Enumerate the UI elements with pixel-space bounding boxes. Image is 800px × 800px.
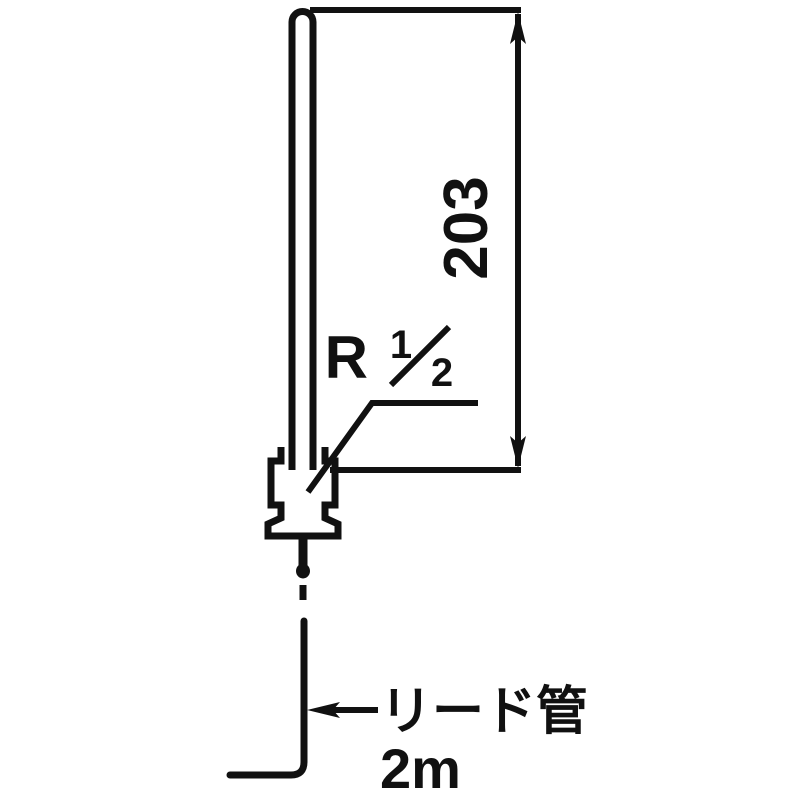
arrowhead-down	[510, 436, 526, 468]
thread-fraction-denominator: 2	[431, 351, 453, 395]
thread-designator-r: R	[325, 324, 368, 391]
lead-tube-path	[226, 617, 308, 779]
thread-callout-r-half: R 1 2	[305, 323, 478, 494]
lead-tube-label-jp: リード管	[380, 683, 588, 741]
dimension-value-203: 203	[432, 176, 501, 279]
dimension-203: 203	[310, 7, 526, 473]
lead-tube-length-label: 2m	[380, 737, 461, 800]
thread-fraction-numerator: 1	[390, 323, 412, 367]
arrowhead-left	[307, 702, 340, 718]
lead-tube-callout: リード管 2m	[307, 683, 588, 800]
fraction-solidus-icon	[388, 324, 452, 388]
arrowhead-up	[510, 12, 526, 44]
probe-sheath	[288, 8, 317, 470]
seal-node	[296, 563, 310, 579]
fitting-neck	[296, 536, 310, 600]
